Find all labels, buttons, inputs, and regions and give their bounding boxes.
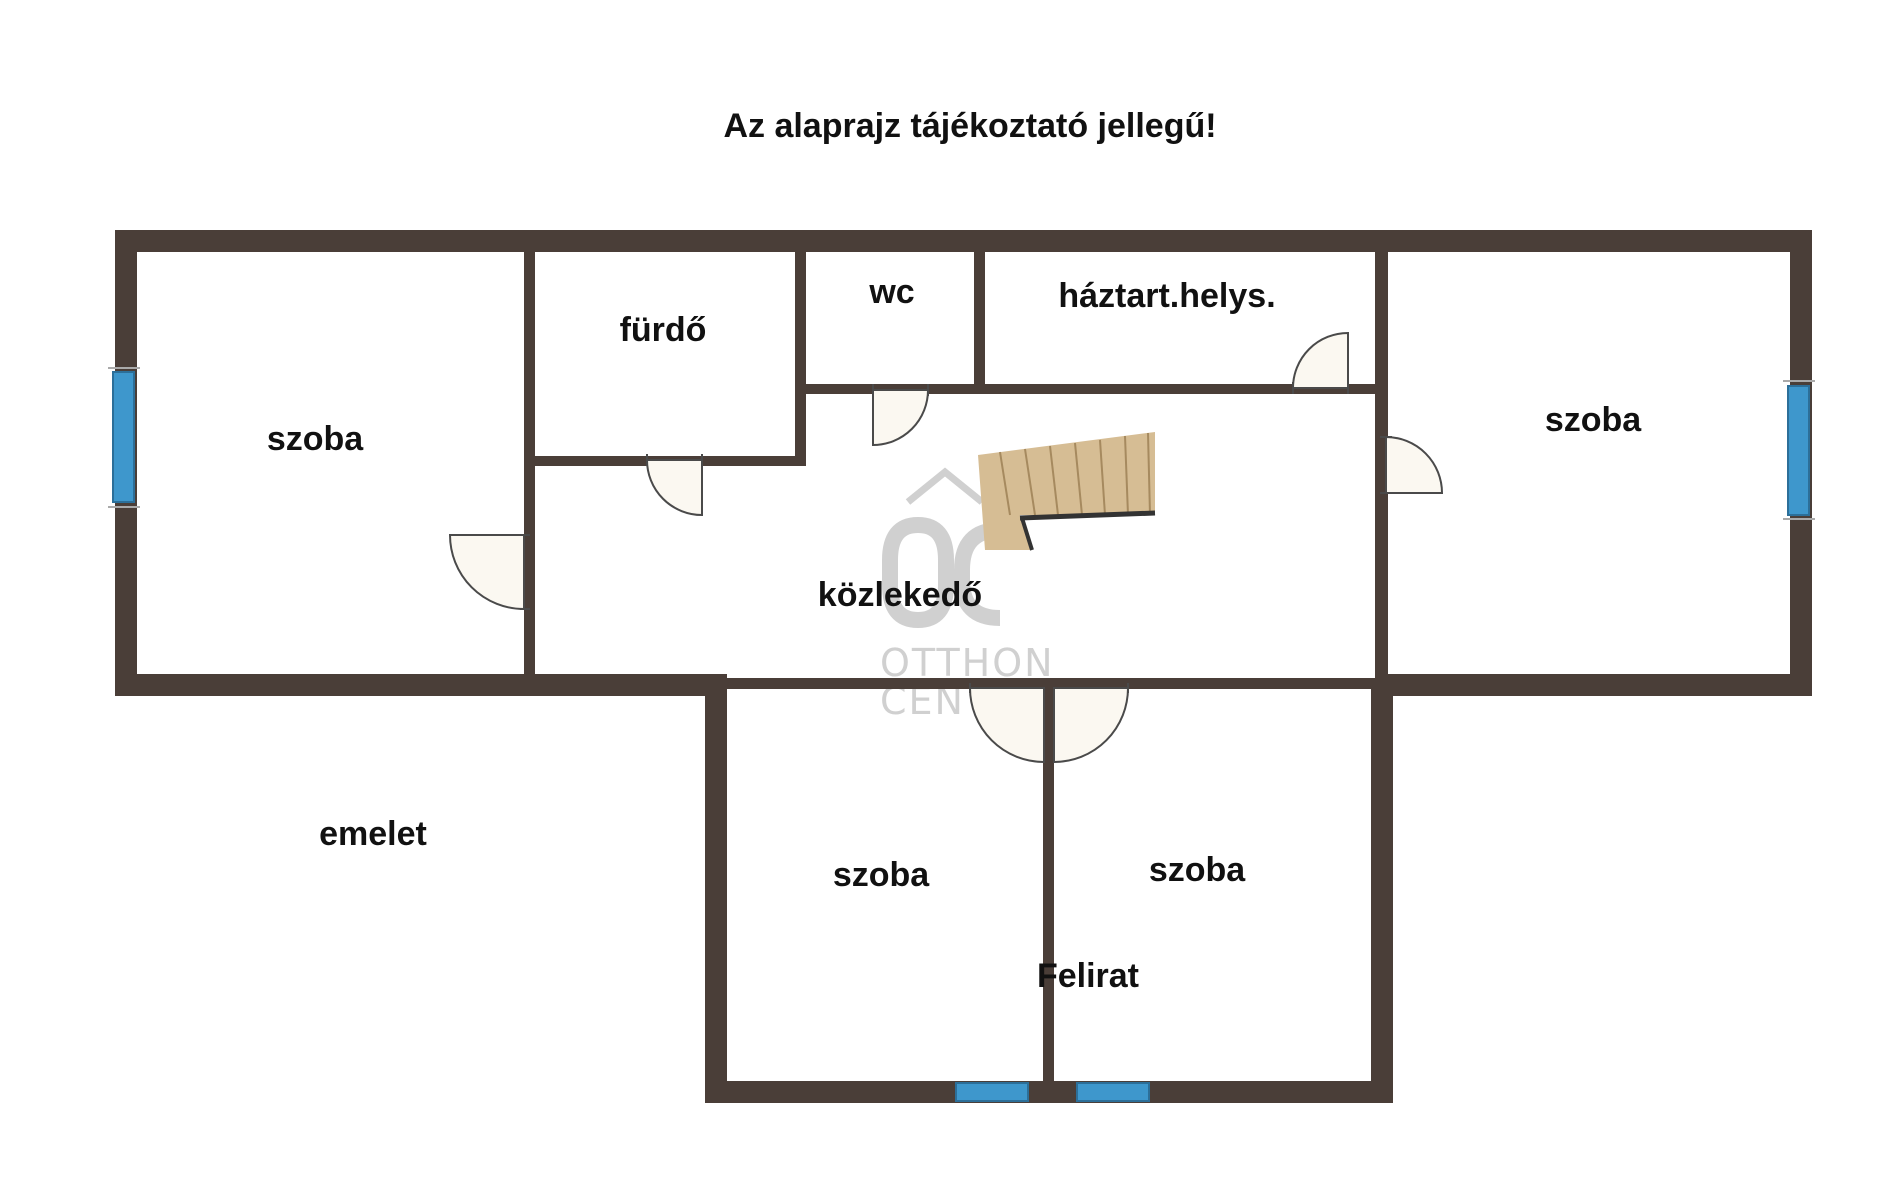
windows: [108, 367, 1815, 1102]
window-bottom-left: [955, 1082, 1029, 1102]
wall-bottom-block-east: [1371, 678, 1393, 1103]
wall-wc-east: [974, 248, 985, 394]
watermark-c-icon: [954, 522, 1001, 626]
wall-left-room-east: [524, 248, 535, 680]
watermark-o-icon: [882, 516, 954, 629]
room-label-left-room: szoba: [267, 420, 364, 458]
door-wc: [872, 389, 930, 447]
watermark-line1: OTTHON: [880, 641, 1055, 685]
door-utility: [1291, 331, 1349, 389]
door-bathroom: [645, 459, 703, 517]
window-left: [112, 371, 135, 503]
window-right: [1787, 385, 1810, 516]
room-label-bottom-left-room: szoba: [833, 856, 930, 894]
wall-service-south: [795, 384, 1385, 394]
wall-right-room-west: [1375, 248, 1388, 680]
doors: [448, 331, 1444, 764]
wall-bottom-block-west: [705, 678, 727, 1103]
wall-bottom-left: [115, 674, 727, 696]
room-label-toilet: wc: [868, 273, 914, 311]
wall-bottom-block-south: [705, 1081, 1393, 1103]
door-bottom-left-room: [968, 687, 1045, 764]
caption-label: Felirat: [1037, 957, 1139, 995]
watermark-roof-icon: [905, 467, 985, 505]
room-label-bathroom: fürdő: [620, 311, 707, 349]
door-bottom-right-room: [1053, 687, 1130, 764]
floor-level-label: emelet: [319, 815, 427, 853]
door-left-room: [448, 534, 525, 611]
wall-bathroom-east: [795, 248, 806, 466]
wall-hall-south: [727, 678, 1381, 689]
window-bottom-right: [1076, 1082, 1150, 1102]
room-label-bottom-right-room: szoba: [1149, 851, 1246, 889]
wall-top: [115, 230, 1812, 252]
room-label-right-room: szoba: [1545, 401, 1642, 439]
staircase-icon: [978, 432, 1156, 551]
wall-bottom-rooms-divider: [1043, 684, 1054, 1084]
room-label-hallway: közlekedő: [818, 576, 982, 614]
wall-bottom-right: [1377, 674, 1812, 696]
plan-disclaimer-title: Az alaprajz tájékoztató jellegű!: [723, 107, 1216, 145]
door-right-room: [1385, 435, 1444, 494]
room-label-utility: háztart.helys.: [1058, 277, 1275, 315]
